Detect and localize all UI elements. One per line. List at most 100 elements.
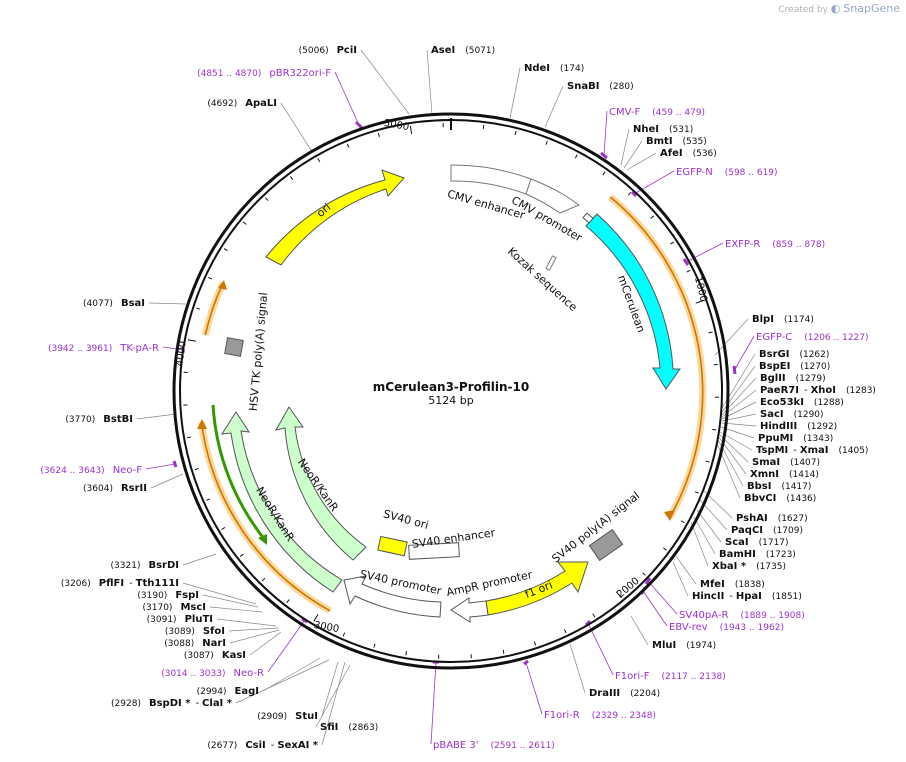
restriction-site[interactable]: BbsI(1417) [747,481,811,492]
primer-label: (3014 .. 3033)Neo-R [161,668,264,679]
restriction-site[interactable]: (3770)BstBI [65,414,133,425]
restriction-site[interactable]: Eco53kI(1288) [760,397,844,408]
orf-arrowhead [258,534,267,545]
feature-arrow-neor-inner[interactable] [275,406,367,561]
restriction-site[interactable]: (4692)ApaLI [207,98,277,109]
site-name: PshAI [736,513,768,524]
restriction-site[interactable]: AfeI(536) [660,148,717,159]
restriction-site[interactable]: MfeI(1838) [700,579,765,590]
site-name-2: HpaI [736,591,762,602]
restriction-site[interactable]: PshAI(1627) [736,513,808,524]
feature-arrow-neor-outer[interactable] [221,411,343,593]
restriction-site[interactable]: (4077)BsaI [83,298,145,309]
site-label: SacI(1290) [760,409,824,420]
restriction-site[interactable]: (3088)NarI [164,638,226,649]
feature-arrow-cmv-enhancer[interactable] [450,164,532,195]
restriction-site[interactable]: (3190)FspI [137,590,199,601]
primer[interactable]: EXFP-R(859 .. 878) [725,239,825,250]
site-name: SacI [760,409,784,420]
site-position: (280) [609,82,633,92]
restriction-site[interactable]: NdeI(174) [524,63,584,74]
site-name: AfeI [660,148,683,159]
feature-arrow-f1-ori[interactable] [485,561,589,616]
restriction-site[interactable]: BmtI(535) [646,136,707,147]
primer[interactable]: (3624 .. 3643)Neo-F [40,465,142,476]
restriction-site[interactable]: AseI(5071) [431,45,495,56]
backbone-outer-ring [172,112,730,670]
site-separator: - [729,591,733,602]
restriction-site[interactable]: BlpI(1174) [752,314,814,325]
site-name-2: XhoI [811,385,836,396]
restriction-site[interactable]: SnaBI(280) [567,81,634,92]
primer[interactable]: SV40pA-R(1889 .. 1908) [679,610,805,621]
restriction-site[interactable]: HincII-HpaI(1851) [692,591,802,602]
restriction-site[interactable]: TspMI-XmaI(1405) [756,445,868,456]
restriction-site[interactable]: (5006)PciI [299,45,357,56]
orf-arrow[interactable] [211,404,267,541]
primer[interactable]: EGFP-N(598 .. 619) [676,167,778,178]
restriction-site[interactable]: BamHI(1723) [719,549,796,560]
restriction-site[interactable]: XmnI(1414) [750,469,819,480]
restriction-site[interactable]: ScaI(1717) [725,537,789,548]
restriction-site[interactable]: (3170)MscI [143,602,207,613]
restriction-site[interactable]: XbaI *(1735) [712,561,786,572]
restriction-site[interactable]: BspEI(1270) [759,361,830,372]
restriction-site[interactable]: (2677)CsiI-SexAI * [207,740,318,751]
primer-leader [603,110,608,156]
restriction-site[interactable]: HindIII(1292) [760,421,837,432]
feature-arrow-cmv-promoter[interactable] [525,178,581,214]
primer[interactable]: (3942 .. 3961)TK-pA-R [48,343,159,354]
orf-arrow[interactable] [200,422,331,612]
restriction-site[interactable]: (3321)BsrDI [111,560,179,571]
site-label: SnaBI(280) [567,81,634,92]
restriction-site[interactable]: MluI(1974) [652,640,716,651]
site-name: BbvCI [744,493,776,504]
primer[interactable]: CMV-F(459 .. 479) [609,107,705,118]
restriction-site[interactable]: (3206)PflFI-Tth111I [61,578,179,589]
primer[interactable]: F1ori-F(2117 .. 2138) [615,671,726,682]
feature-arrow-mcerulean[interactable] [585,213,681,390]
restriction-site[interactable]: BglII(1279) [760,373,826,384]
restriction-site[interactable]: SacI(1290) [760,409,824,420]
primer[interactable]: (4851 .. 4870)pBR322ori-F [197,68,331,79]
restriction-site[interactable]: (2994)EagI [197,686,259,697]
feature-arrow-sv40-promoter[interactable] [343,575,442,618]
restriction-site[interactable]: (3091)PluTI [147,614,213,625]
restriction-site[interactable]: (3087)KasI [184,650,246,661]
feature-box-sv40-polya[interactable] [588,528,624,562]
orf-arrowhead [664,510,675,521]
primer[interactable]: pBABE 3'(2591 .. 2611) [433,740,555,751]
restriction-site[interactable]: (2928)BspDI *-ClaI * [111,698,233,709]
primer[interactable]: EGFP-C(1206 .. 1227) [756,332,869,343]
feature-arrow-ampr-promoter[interactable] [450,597,489,623]
feature-box-sv40-ori[interactable] [377,535,408,557]
site-label: (3321)BsrDI [111,560,179,571]
primer[interactable]: EBV-rev(1943 .. 1962) [669,622,784,633]
primer-name: EXFP-R [725,239,760,250]
restriction-site[interactable]: (3604)RsrII [83,483,147,494]
site-position: (3206) [61,579,91,589]
feature-arrow-ori[interactable] [265,169,405,266]
restriction-site[interactable]: PpuMI(1343) [758,433,833,444]
restriction-site[interactable]: NheI(531) [633,124,693,135]
site-name: XmnI [750,469,779,480]
site-leader [696,509,722,543]
restriction-site[interactable]: (2909)StuI [257,711,318,722]
plasmid-size: 5124 bp [428,394,473,407]
orf-arrow[interactable] [609,196,704,518]
restriction-site[interactable]: DraIII(2204) [589,688,660,699]
feature-box-hsv-tk-polya[interactable] [224,337,244,357]
restriction-site[interactable]: (3089)SfoI [165,626,225,637]
restriction-site[interactable]: PaeR7I-XhoI(1283) [760,385,876,396]
primer[interactable]: (3014 .. 3033)Neo-R [161,668,264,679]
feature-box-sv40-enhancer[interactable] [408,542,460,560]
restriction-site[interactable]: SmaI(1407) [752,457,820,468]
restriction-site[interactable]: BbvCI(1436) [744,493,816,504]
restriction-site[interactable]: PaqCI(1709) [731,525,803,536]
site-label: BglII(1279) [760,373,826,384]
restriction-site[interactable]: BsrGI(1262) [759,349,829,360]
restriction-site[interactable]: SfiI(2863) [320,722,378,733]
site-separator: - [195,698,199,709]
feature-box-kozak[interactable] [545,255,557,271]
primer[interactable]: F1ori-R(2329 .. 2348) [544,710,656,721]
